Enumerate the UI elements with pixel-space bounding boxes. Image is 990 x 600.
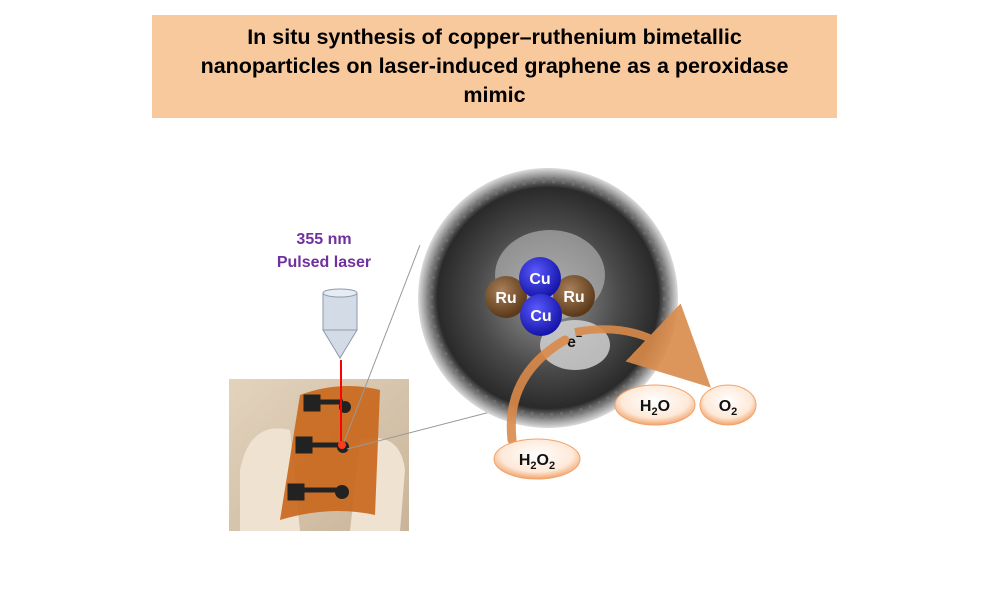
atom-ru-right: Ru	[553, 275, 595, 317]
svg-text:O2: O2	[719, 398, 738, 418]
kapton-film-photo	[229, 379, 409, 531]
svg-text:Cu: Cu	[530, 308, 551, 325]
electron-label: e−	[567, 331, 582, 351]
svg-text:Cu: Cu	[529, 271, 550, 288]
svg-text:Ru: Ru	[495, 290, 516, 307]
o2-bubble: O2	[699, 384, 757, 426]
svg-text:H2O: H2O	[640, 398, 670, 418]
atom-ru-left: Ru	[485, 276, 527, 318]
title-banner: In situ synthesis of copper–ruthenium bi…	[152, 15, 837, 118]
arrow-products-out	[574, 303, 711, 388]
objective-lens-icon	[322, 288, 358, 359]
zoom-line	[343, 244, 421, 443]
svg-text:H2O2: H2O2	[519, 452, 555, 472]
atom-cu-top: Cu	[519, 257, 561, 299]
svg-text:Ru: Ru	[563, 289, 584, 306]
figure-title: In situ synthesis of copper–ruthenium bi…	[200, 25, 789, 107]
laser-spot	[338, 441, 346, 449]
atom-cu-bottom: Cu	[520, 294, 562, 336]
zoom-line	[346, 409, 499, 450]
laser-wavelength: 355 nm	[296, 231, 351, 248]
h2o-bubble: H2O	[614, 384, 696, 426]
h2o2-bubble: H2O2	[493, 438, 581, 480]
arrow-h2o2-in	[506, 335, 570, 445]
laser-type: Pulsed laser	[277, 254, 371, 271]
